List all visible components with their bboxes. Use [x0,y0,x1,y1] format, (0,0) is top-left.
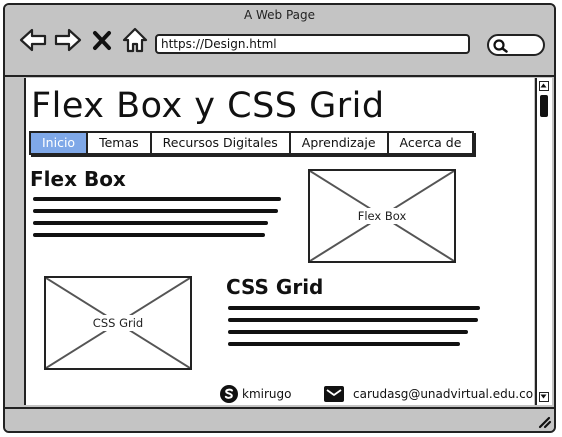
cssgrid-image-label: CSS Grid [89,315,147,331]
skype-contact[interactable]: kmirugo [219,384,291,404]
browser-window: A Web Page https://Design.html Flex Box … [3,3,556,433]
browser-toolbar: A Web Page https://Design.html [5,5,554,77]
search-box[interactable] [487,34,545,56]
flexbox-heading: Flex Box [30,167,126,191]
search-icon [493,39,508,53]
email-address: carudasg@unadvirtual.edu.co [353,387,534,401]
tab-aprendizaje[interactable]: Aprendizaje [291,133,389,153]
email-contact[interactable]: carudasg@unadvirtual.edu.co [323,384,533,404]
tab-inicio[interactable]: Inicio [31,133,89,153]
mail-icon [324,386,344,402]
nav-tabs: Inicio Temas Recursos Digitales Aprendiz… [29,131,475,155]
flexbox-image: Flex Box [308,169,456,263]
window-title: A Web Page [243,8,316,22]
status-bar [5,407,554,431]
resize-grip-icon[interactable] [537,415,553,429]
cssgrid-paragraph [228,306,483,354]
tab-temas[interactable]: Temas [88,133,152,153]
close-icon[interactable] [91,25,113,55]
vertical-scrollbar[interactable] [535,78,552,405]
page-content: Flex Box y CSS Grid Inicio Temas Recurso… [24,78,534,405]
back-arrow-icon[interactable] [18,25,48,55]
flexbox-paragraph [33,197,283,245]
tab-acerca-de[interactable]: Acerca de [399,135,462,150]
home-icon[interactable] [120,25,150,55]
cssgrid-image: CSS Grid [44,276,192,370]
forward-arrow-icon[interactable] [53,25,83,55]
page-title: Flex Box y CSS Grid [31,86,385,126]
flexbox-image-label: Flex Box [354,208,410,224]
skype-username: kmirugo [242,387,292,401]
scroll-up-arrow-icon[interactable] [539,81,549,91]
scroll-down-arrow-icon[interactable] [539,392,549,402]
skype-icon [220,385,238,403]
cssgrid-heading: CSS Grid [226,275,324,299]
tab-recursos-digitales[interactable]: Recursos Digitales [152,133,291,153]
scroll-thumb[interactable] [540,95,548,117]
url-bar[interactable]: https://Design.html [155,34,470,54]
